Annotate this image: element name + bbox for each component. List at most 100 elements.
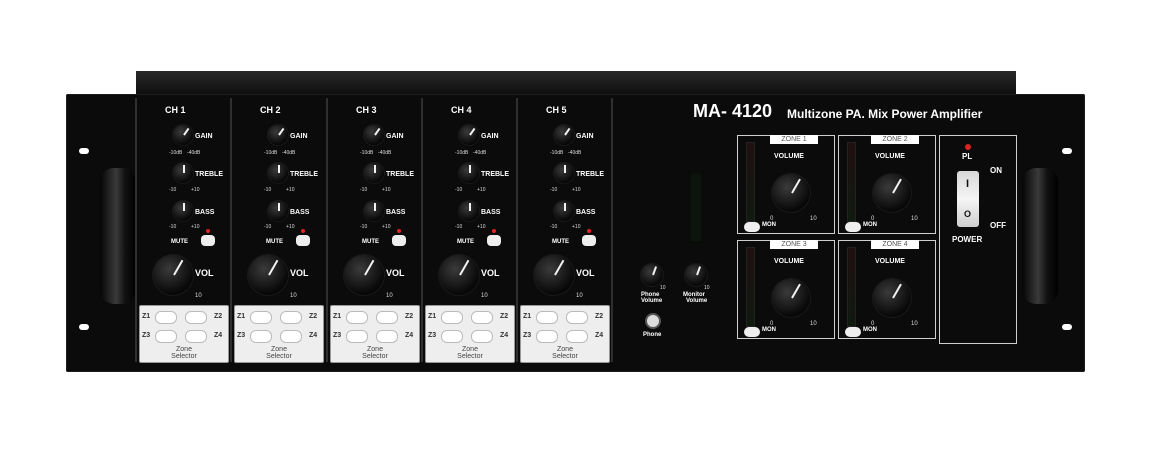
zone-selector-z1-label: Z1 — [428, 313, 437, 320]
volume-knob[interactable] — [344, 255, 384, 295]
treble-knob[interactable] — [173, 163, 193, 183]
zone-select-button-3[interactable] — [155, 330, 177, 343]
zone-select-button-2[interactable] — [471, 311, 493, 324]
zone-select-button-3[interactable] — [441, 330, 463, 343]
gain-knob[interactable] — [268, 125, 288, 145]
bass-min-label: -10 — [550, 224, 558, 230]
zone-selector-title-1: Zone — [462, 346, 478, 353]
zone-select-button-1[interactable] — [346, 311, 368, 324]
gain-knob[interactable] — [554, 125, 574, 145]
channel-divider — [421, 98, 423, 362]
zone-monitor-button[interactable] — [744, 327, 760, 337]
zone-volume-max: 10 — [810, 321, 817, 327]
zone-selector-title-1: Zone — [367, 346, 383, 353]
phone-jack[interactable] — [645, 313, 661, 329]
bass-knob[interactable] — [364, 201, 384, 221]
mute-button[interactable] — [392, 235, 406, 246]
zone-select-button-2[interactable] — [376, 311, 398, 324]
mute-button[interactable] — [201, 235, 215, 246]
bass-label: BASS — [195, 209, 215, 216]
zone-select-button-2[interactable] — [280, 311, 302, 324]
volume-knob[interactable] — [153, 255, 193, 295]
channel-name: CH 2 — [260, 105, 281, 115]
mute-button[interactable] — [296, 235, 310, 246]
zone-select-button-4[interactable] — [471, 330, 493, 343]
mute-label: MUTE — [362, 239, 379, 245]
volume-max-label: 10 — [481, 293, 488, 299]
gain-knob[interactable] — [364, 125, 384, 145]
channel-divider — [135, 98, 137, 362]
mute-button[interactable] — [582, 235, 596, 246]
treble-knob[interactable] — [459, 163, 479, 183]
zone-select-button-2[interactable] — [185, 311, 207, 324]
zone-select-button-1[interactable] — [155, 311, 177, 324]
rack-hole-left-bottom — [79, 324, 89, 330]
gain-min-label: -10dB — [455, 150, 469, 156]
treble-knob[interactable] — [364, 163, 384, 183]
mute-label: MUTE — [457, 239, 474, 245]
zone-monitor-button[interactable] — [845, 327, 861, 337]
gain-label: GAIN — [576, 133, 594, 140]
gain-knob[interactable] — [459, 125, 479, 145]
gain-label: GAIN — [290, 133, 308, 140]
zone-select-button-4[interactable] — [566, 330, 588, 343]
zone-select-button-2[interactable] — [566, 311, 588, 324]
zone-select-button-1[interactable] — [536, 311, 558, 324]
bass-knob[interactable] — [268, 201, 288, 221]
zone-volume-knob[interactable] — [772, 279, 810, 317]
bass-knob[interactable] — [554, 201, 574, 221]
mute-led — [587, 229, 591, 233]
zone-select-button-4[interactable] — [280, 330, 302, 343]
treble-knob[interactable] — [268, 163, 288, 183]
volume-knob[interactable] — [534, 255, 574, 295]
zone-select-button-1[interactable] — [441, 311, 463, 324]
zone-volume-max: 10 — [911, 321, 918, 327]
zone-select-button-4[interactable] — [185, 330, 207, 343]
power-switch[interactable] — [957, 171, 979, 227]
mute-label: MUTE — [266, 239, 283, 245]
gain-min-label: -10dB — [264, 150, 278, 156]
power-label: POWER — [952, 235, 983, 244]
zone-select-button-3[interactable] — [536, 330, 558, 343]
chassis-top — [136, 71, 1016, 95]
monitor-volume-knob[interactable] — [685, 264, 707, 286]
zone-selector-z2-label: Z2 — [214, 313, 223, 320]
zone-select-button-4[interactable] — [376, 330, 398, 343]
zone-monitor-button[interactable] — [845, 222, 861, 232]
zone-selector-z4-label: Z4 — [309, 332, 318, 339]
zone-volume-knob[interactable] — [873, 279, 911, 317]
zone-volume-min: 0 — [871, 216, 875, 222]
left-handle[interactable] — [100, 168, 136, 304]
gain-max-label: -40dB — [568, 150, 582, 156]
volume-max-label: 10 — [195, 293, 202, 299]
volume-label: VOL — [195, 268, 214, 278]
zone-volume-knob[interactable] — [772, 174, 810, 212]
volume-knob[interactable] — [248, 255, 288, 295]
zone-select-button-3[interactable] — [346, 330, 368, 343]
treble-knob[interactable] — [554, 163, 574, 183]
zone-select-button-3[interactable] — [250, 330, 272, 343]
mute-led — [492, 229, 496, 233]
zone-volume-knob[interactable] — [873, 174, 911, 212]
phone-volume-knob[interactable] — [641, 264, 663, 286]
mute-led — [397, 229, 401, 233]
volume-knob[interactable] — [439, 255, 479, 295]
channel-divider — [326, 98, 328, 362]
zone-select-button-1[interactable] — [250, 311, 272, 324]
level-display — [689, 171, 703, 243]
zone-selector-z3-label: Z3 — [428, 332, 437, 339]
zone-monitor-button[interactable] — [744, 222, 760, 232]
right-handle[interactable] — [1022, 168, 1058, 304]
volume-max-label: 10 — [290, 293, 297, 299]
bass-knob[interactable] — [173, 201, 193, 221]
bass-knob[interactable] — [459, 201, 479, 221]
channel-divider — [516, 98, 518, 362]
bass-label: BASS — [481, 209, 501, 216]
treble-max-label: +10 — [191, 187, 200, 193]
mute-button[interactable] — [487, 235, 501, 246]
rack-hole-right-bottom — [1062, 324, 1072, 330]
zone-selector-z2-label: Z2 — [309, 313, 318, 320]
gain-knob[interactable] — [173, 125, 193, 145]
